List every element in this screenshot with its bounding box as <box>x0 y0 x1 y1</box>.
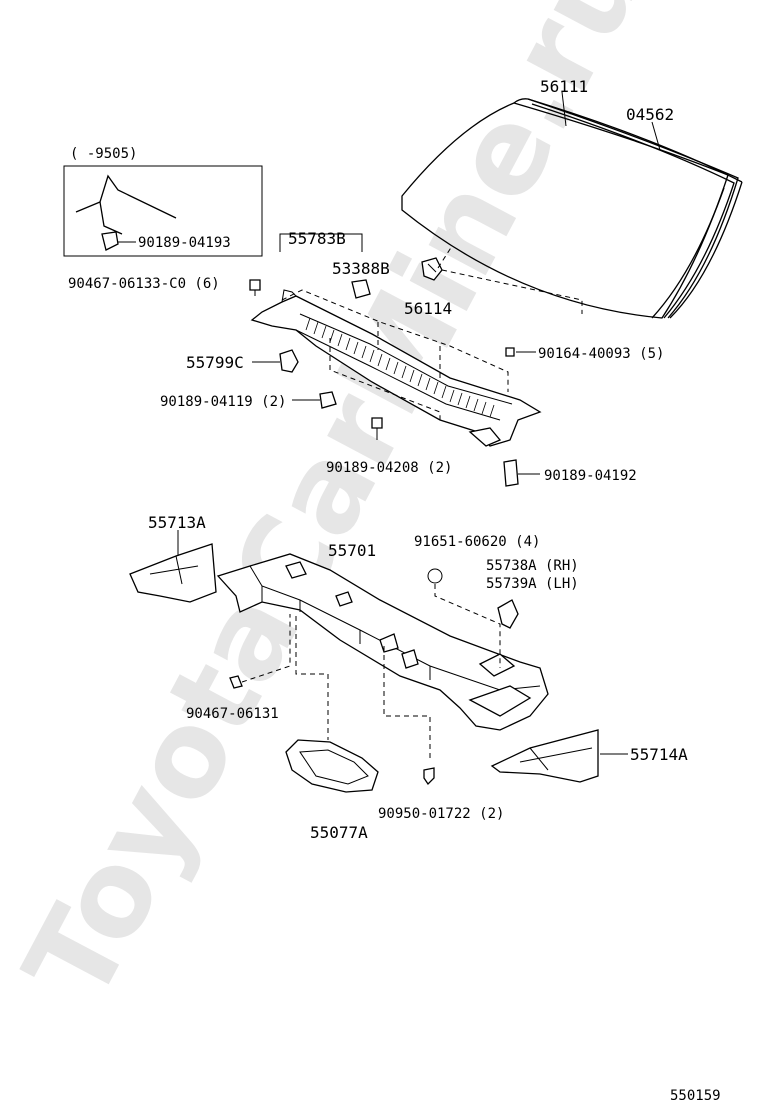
label-90467-06131: 90467-06131 <box>186 706 279 722</box>
marker-b <box>427 568 443 584</box>
windshield-molding <box>531 103 735 319</box>
label-55714A: 55714A <box>630 745 688 764</box>
label-55783B: 55783B <box>288 229 346 248</box>
figure-id: 550159 <box>670 1088 721 1104</box>
label-90189-04119: 90189-04119 (2) <box>160 394 286 410</box>
clip-90189-04192 <box>503 459 540 487</box>
bracket-55783B <box>279 233 363 252</box>
clip-90189-04208 <box>371 417 383 440</box>
label-55739A: 55739A (LH) <box>486 576 579 592</box>
label-55799C: 55799C <box>186 353 244 372</box>
label-53388B: 53388B <box>332 259 390 278</box>
inset-box <box>63 165 263 257</box>
label-91651-60620: 91651-60620 (4) <box>414 534 540 550</box>
bracket-55714A <box>490 729 599 783</box>
clip-53388B <box>351 279 371 299</box>
label-55077A: 55077A <box>310 823 368 842</box>
inset-range-note: ( -9505) <box>70 146 137 162</box>
clip-56114 <box>421 257 443 281</box>
windshield-glass <box>401 98 743 319</box>
label-56111: 56111 <box>540 77 588 96</box>
screw-90467-06133 <box>249 279 261 296</box>
label-55701: 55701 <box>328 541 376 560</box>
screw-90467-06131 <box>229 675 243 689</box>
clip-55799C <box>252 349 299 373</box>
label-04562: 04562 <box>626 105 674 124</box>
clip-90950-01722 <box>423 767 435 786</box>
bracket-55738A <box>497 599 519 629</box>
label-55713A: 55713A <box>148 513 206 532</box>
label-90189-04208: 90189-04208 (2) <box>326 460 452 476</box>
label-90189-04192: 90189-04192 <box>544 468 637 484</box>
label-90950-01722: 90950-01722 (2) <box>378 806 504 822</box>
screw-90164-40093 <box>505 347 536 357</box>
label-55738A: 55738A (RH) <box>486 558 579 574</box>
seal-55077A <box>285 739 379 793</box>
cowl-top-panel <box>250 289 542 447</box>
label-90164-40093: 90164-40093 (5) <box>538 346 664 362</box>
label-56114: 56114 <box>404 299 452 318</box>
clip-90189-04119 <box>292 391 337 409</box>
cowl-panel-55701 <box>216 553 549 731</box>
label-90189-04193: 90189-04193 <box>138 235 231 251</box>
label-90467-06133: 90467-06133-C0 (6) <box>68 276 220 292</box>
bracket-55713A <box>129 543 217 603</box>
